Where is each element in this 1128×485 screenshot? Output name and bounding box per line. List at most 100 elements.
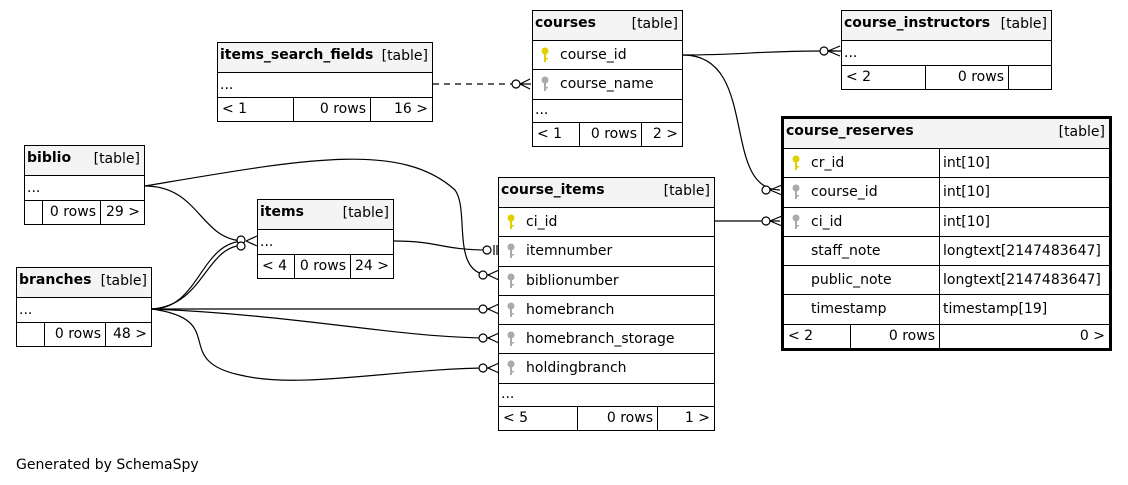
rel-biblio-course-items [144, 158, 491, 276]
ellipsis-text: ... [535, 101, 549, 118]
column-row[interactable]: course_id int[10] [784, 177, 1109, 207]
footer-parents: < 1 [537, 125, 563, 142]
column-name: course_id [560, 47, 627, 63]
table-type: [table] [663, 183, 710, 199]
footer-rows: 0 rows [957, 69, 1004, 85]
table-course-items[interactable]: course_items [table] ci_id itemnumber bi… [498, 177, 715, 431]
table-course-reserves[interactable]: course_reserves [table] cr_id int[10] co… [781, 116, 1112, 351]
foreign-key-icon [507, 360, 515, 376]
table-footer: < 2 0 rows 0 > [784, 323, 1109, 348]
column-row[interactable]: itemnumber [499, 236, 714, 265]
table-type: [table] [100, 273, 147, 289]
rel-courses-course-reserves [682, 54, 781, 191]
table-type: [table] [1058, 124, 1105, 140]
footer-rows: 0 rows [606, 409, 653, 426]
foreign-key-icon [541, 76, 549, 92]
column-type: int[10] [943, 213, 990, 230]
rel-branches-items-a [151, 240, 246, 310]
table-footer: < 5 0 rows 1 > [499, 405, 714, 430]
table-header: course_instructors [table] [842, 11, 1051, 40]
footer-children: 0 > [1079, 327, 1105, 344]
table-branches[interactable]: branches [table] ... 0 rows 48 > [16, 267, 152, 347]
column-name: ci_id [811, 213, 843, 230]
column-row[interactable]: course_name [533, 69, 682, 98]
footer-children: 2 > [652, 125, 678, 142]
footer-rows: 0 rows [590, 125, 637, 142]
rel-courses-course-instructors [682, 50, 835, 56]
table-header: items [table] [258, 200, 393, 229]
footer-children: 48 > [113, 326, 147, 342]
column-row[interactable]: homebranch [499, 294, 714, 324]
footer-children: 29 > [106, 204, 140, 220]
column-row[interactable]: course_id [533, 40, 682, 69]
table-type: [table] [93, 151, 140, 167]
rel-biblio-items [144, 185, 246, 242]
table-biblio[interactable]: biblio [table] ... 0 rows 29 > [24, 145, 145, 225]
column-type: timestamp[19] [943, 301, 1048, 318]
table-footer: < 2 0 rows [842, 65, 1051, 89]
table-name: course_reserves [786, 123, 914, 139]
table-items-search-fields[interactable]: items_search_fields [table] ... < 1 0 ro… [217, 42, 433, 122]
primary-key-icon [792, 155, 800, 170]
footer-rows: 0 rows [54, 326, 101, 342]
column-row[interactable]: ci_id [499, 207, 714, 236]
table-courses[interactable]: courses [table] course_id course_name ..… [532, 10, 683, 147]
table-more-row: ... [25, 175, 144, 200]
rel-branches-items-b [151, 244, 246, 310]
table-more-row: ... [533, 98, 682, 122]
foreign-key-icon [792, 184, 800, 200]
foreign-key-icon [507, 273, 515, 288]
footer-children: 24 > [355, 258, 389, 274]
ellipsis-text: ... [220, 77, 234, 93]
foreign-key-icon [507, 302, 515, 317]
column-row[interactable]: cr_id int[10] [784, 148, 1109, 178]
column-name: homebranch_storage [526, 331, 675, 348]
primary-key-icon [507, 214, 515, 229]
ellipsis-text: ... [260, 234, 274, 250]
column-row[interactable]: public_note longtext[2147483647] [784, 265, 1109, 295]
footer-parents: < 2 [846, 69, 872, 85]
ellipsis-text: ... [501, 385, 515, 402]
table-more-row: ... [499, 382, 714, 406]
table-header: course_reserves [table] [784, 119, 1109, 148]
foreign-key-icon [507, 331, 515, 347]
table-more-row: ... [218, 72, 432, 97]
footer-parents: < 5 [503, 409, 529, 426]
foreign-key-icon [792, 214, 800, 229]
table-name: items [260, 204, 304, 220]
column-name: biblionumber [526, 272, 619, 289]
column-row[interactable]: homebranch_storage [499, 324, 714, 353]
table-type: [table] [381, 48, 428, 64]
footer-children: 1 > [684, 409, 710, 426]
column-row[interactable]: staff_note longtext[2147483647] [784, 235, 1109, 266]
footer-parents: < 1 [222, 101, 248, 117]
table-footer: < 1 0 rows 2 > [533, 121, 682, 146]
table-footer: < 4 0 rows 24 > [258, 254, 393, 278]
foreign-key-icon [507, 243, 515, 259]
column-name: ci_id [526, 214, 558, 230]
table-items[interactable]: items [table] ... < 4 0 rows 24 > [257, 199, 394, 279]
table-header: items_search_fields [table] [218, 43, 432, 72]
table-name: course_items [501, 182, 605, 198]
footer-parents: < 4 [262, 258, 288, 274]
column-row[interactable]: holdingbranch [499, 353, 714, 382]
column-name: course_name [560, 76, 654, 93]
column-row[interactable]: timestamp timestamp[19] [784, 294, 1109, 324]
column-row[interactable]: biblionumber [499, 265, 714, 295]
column-row[interactable]: ci_id int[10] [784, 206, 1109, 236]
table-header: biblio [table] [25, 146, 144, 175]
column-type: int[10] [943, 155, 990, 171]
table-name: biblio [27, 150, 72, 166]
table-name: branches [19, 272, 92, 288]
column-name: timestamp [811, 301, 887, 318]
rel-items-course-items [393, 240, 491, 251]
table-type: [table] [342, 205, 389, 221]
column-name: staff_note [811, 242, 881, 259]
table-name: course_instructors [844, 15, 991, 31]
table-more-row: ... [842, 40, 1051, 65]
column-name: itemnumber [526, 243, 613, 260]
column-name: public_note [811, 272, 892, 289]
column-type: longtext[2147483647] [943, 272, 1101, 289]
table-course-instructors[interactable]: course_instructors [table] ... < 2 0 row… [841, 10, 1052, 90]
